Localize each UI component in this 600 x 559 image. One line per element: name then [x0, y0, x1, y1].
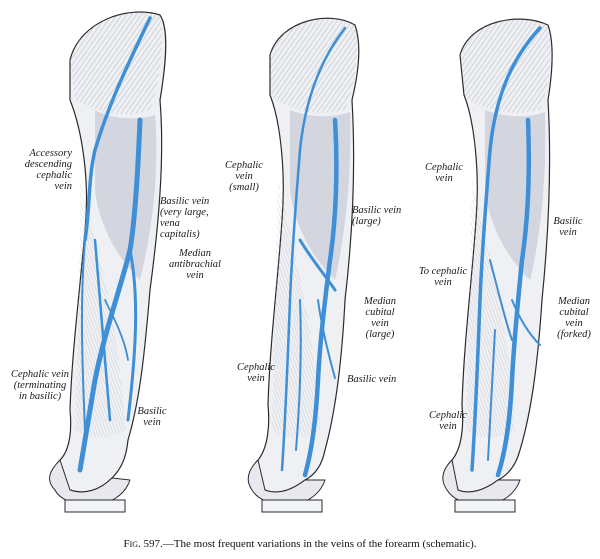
label-accessory-descending-cephalic-vein: Accessory descending cephalic vein	[24, 148, 72, 192]
arm-2-base	[261, 499, 323, 513]
label-basilic-vein-1: Basilic vein	[137, 406, 167, 428]
figure-caption-text: —The most frequent variations in the vei…	[162, 538, 477, 550]
label-cephalic-vein-small: Cephalic vein (small)	[225, 160, 263, 193]
label-cephalic-vein-terminating: Cephalic vein (terminating in basilic)	[10, 369, 70, 402]
figure-number: Fig. 597.	[123, 538, 163, 550]
arm-3	[442, 18, 553, 513]
label-cephalic-vein-2: Cephalic vein	[237, 362, 275, 384]
arm-2	[247, 17, 360, 513]
label-basilic-vein-3: Basilic vein	[553, 216, 583, 238]
arm-3-veins	[470, 26, 542, 478]
label-to-cephalic-vein: To cephalic vein	[418, 266, 468, 288]
figure-caption: Fig. 597.—The most frequent variations i…	[0, 538, 600, 550]
label-basilic-vein-2: Basilic vein	[347, 374, 397, 385]
label-median-antibrachial-vein: Median antibrachial vein	[169, 248, 221, 281]
label-median-cubital-vein-forked: Median cubital vein (forked)	[557, 296, 591, 340]
label-cephalic-vein-4: Cephalic vein	[429, 410, 467, 432]
label-median-cubital-vein-large: Median cubital vein (large)	[363, 296, 397, 340]
arm-1-base	[64, 499, 126, 513]
label-basilic-vein-very-large: Basilic vein (very large, vena capitalis…	[160, 196, 210, 240]
arm-2-veins	[280, 26, 347, 478]
arm-3-base	[454, 499, 516, 513]
arm-1	[49, 11, 167, 513]
arm-1-veins	[77, 16, 152, 473]
label-cephalic-vein-3: Cephalic vein	[425, 162, 463, 184]
label-basilic-vein-large: Basilic vein (large)	[352, 205, 402, 227]
